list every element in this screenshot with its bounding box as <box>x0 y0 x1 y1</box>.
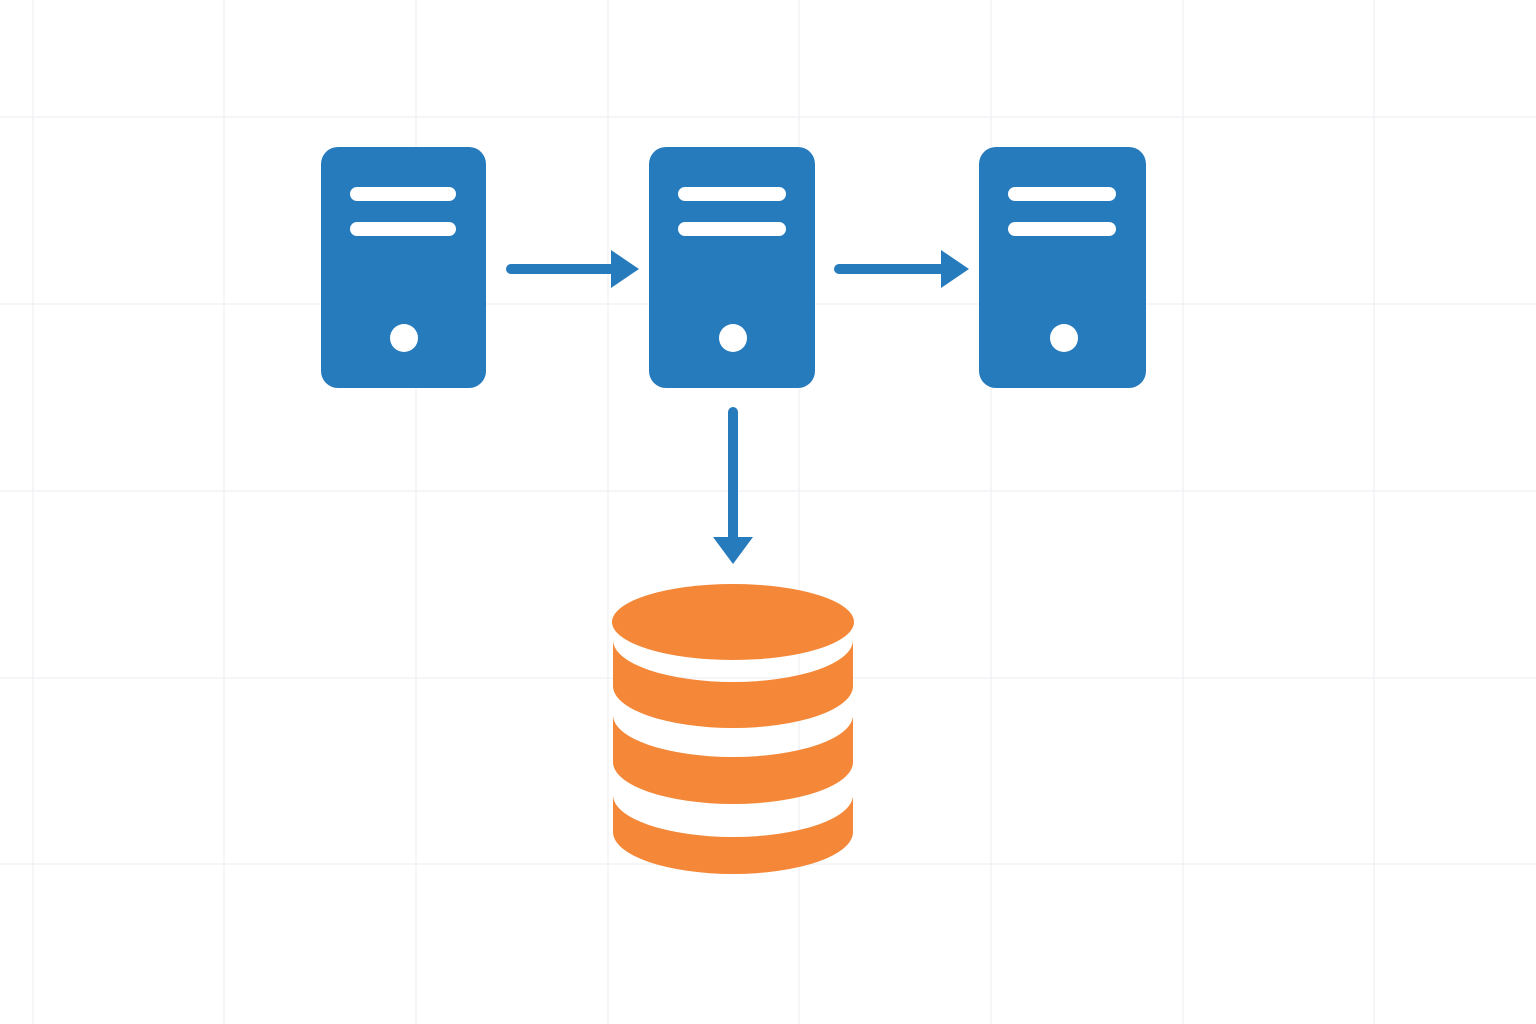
database-node <box>612 584 854 874</box>
arrow-server-2-to-database <box>713 407 753 564</box>
arrow-server-1-to-server-2 <box>506 250 639 288</box>
server-icon <box>321 147 486 388</box>
arrow-server-2-to-server-3 <box>834 250 969 288</box>
server-icon <box>649 147 815 388</box>
server-3-node <box>979 147 1146 388</box>
database-icon <box>612 584 854 874</box>
server-2-node <box>649 147 815 388</box>
server-1-node <box>321 147 486 388</box>
server-icon <box>979 147 1146 388</box>
